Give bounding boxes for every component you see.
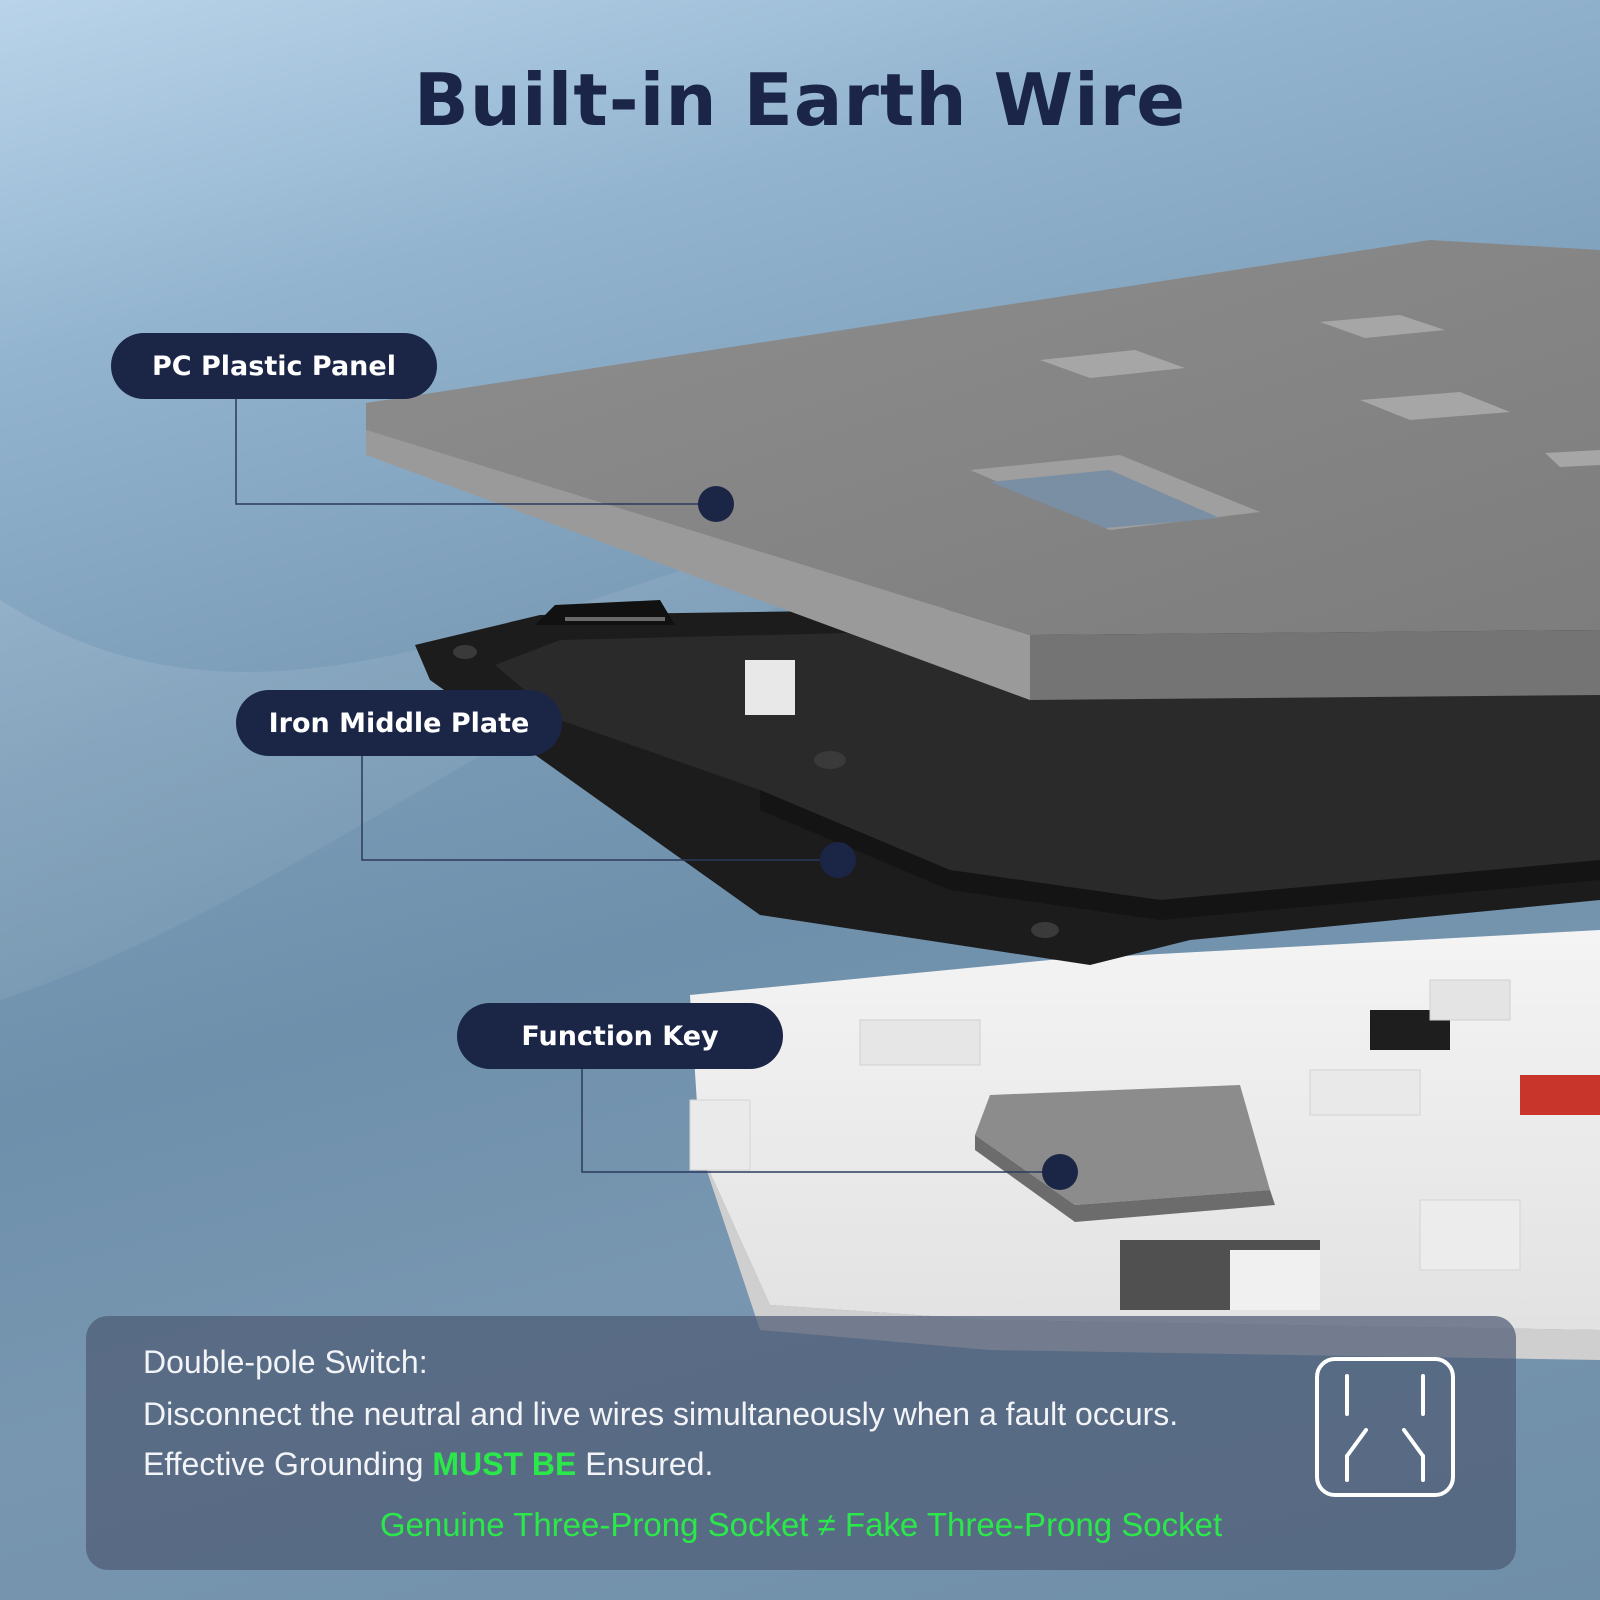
page-title: Built-in Earth Wire — [413, 58, 1187, 142]
leader-line-panel — [235, 398, 716, 505]
double-pole-switch-icon — [1315, 1357, 1455, 1497]
anchor-dot-key — [1042, 1154, 1078, 1190]
grounding-note: Effective Grounding MUST BE Ensured. — [143, 1446, 713, 1483]
label-iron-middle-plate: Iron Middle Plate — [236, 690, 562, 756]
socket-comparison: Genuine Three-Prong Socket ≠ Fake Three-… — [379, 1506, 1223, 1543]
info-heading: Double-pole Switch: — [143, 1344, 428, 1380]
pc-plastic-panel — [366, 240, 1600, 700]
leader-line-plate — [361, 756, 838, 861]
label-pc-plastic-panel: PC Plastic Panel — [111, 333, 437, 399]
info-box: Double-pole Switch: Disconnect the neutr… — [86, 1316, 1516, 1570]
anchor-dot-panel — [698, 486, 734, 522]
info-description: Disconnect the neutral and live wires si… — [143, 1396, 1179, 1432]
grounding-highlight: MUST BE — [432, 1446, 577, 1482]
leader-line-key — [581, 1068, 1060, 1173]
grounding-suffix: Ensured. — [576, 1446, 714, 1482]
label-function-key: Function Key — [457, 1003, 783, 1069]
anchor-dot-plate — [820, 842, 856, 878]
grounding-prefix: Effective Grounding — [143, 1446, 433, 1482]
